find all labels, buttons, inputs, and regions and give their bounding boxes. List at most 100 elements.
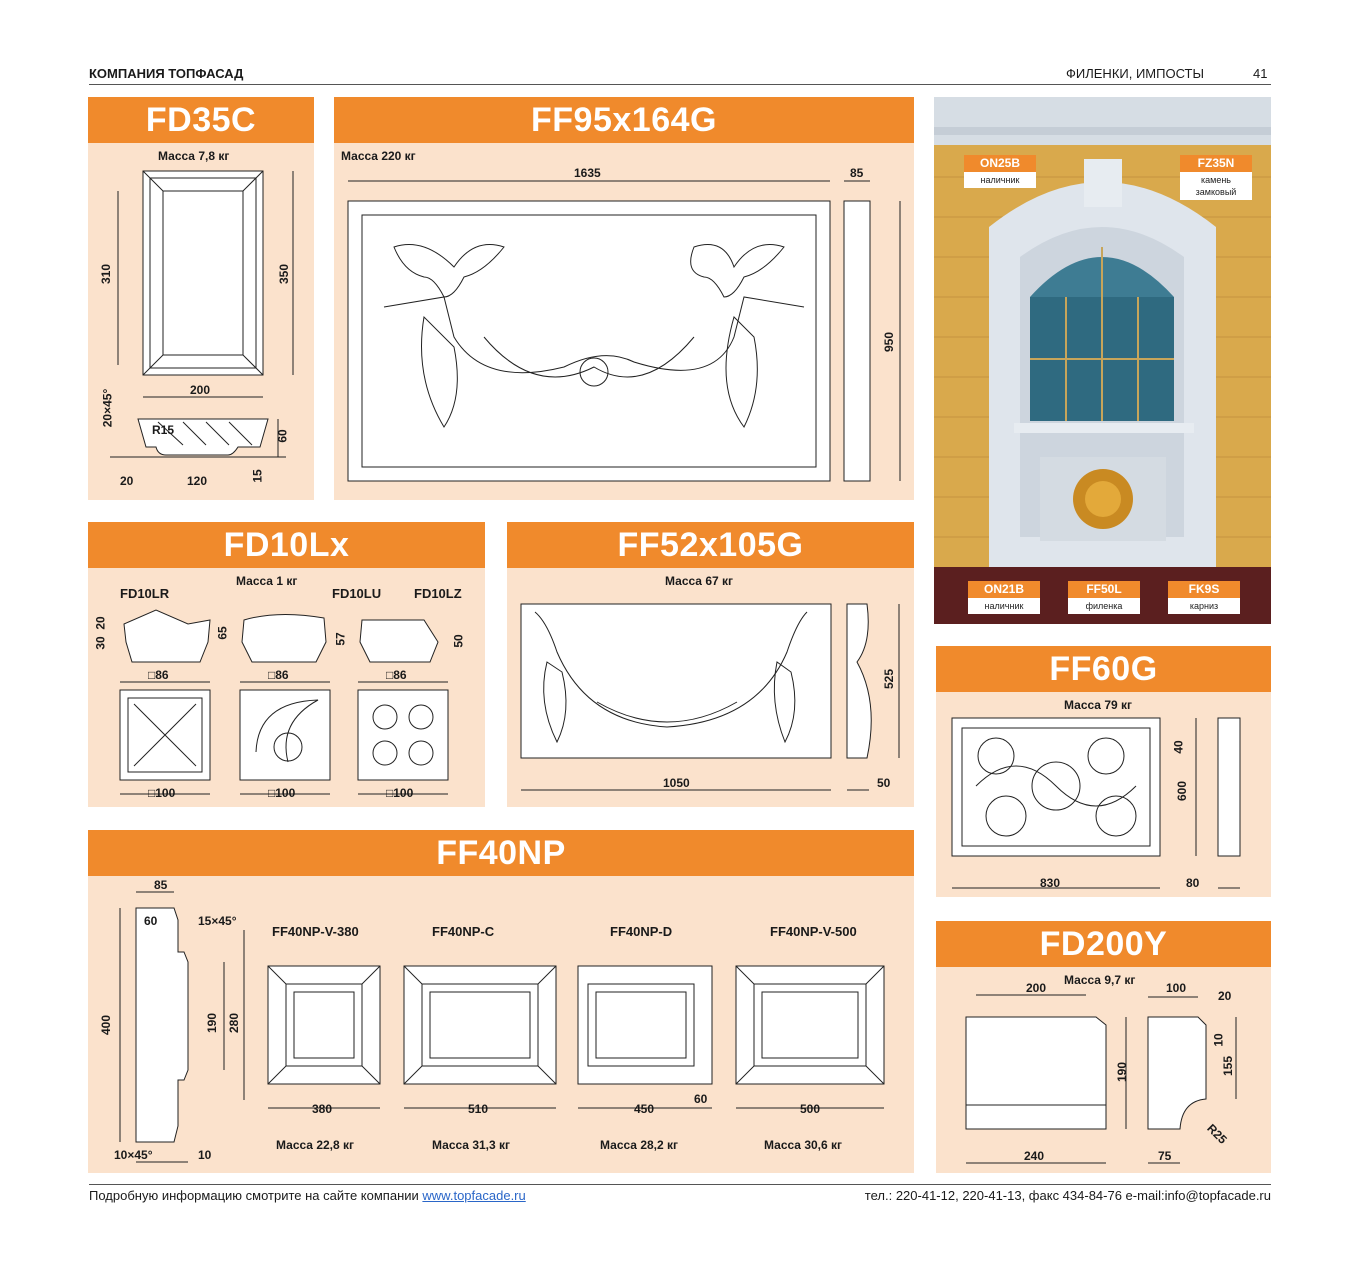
footer-left: Подробную информацию смотрите на сайте к… <box>89 1188 526 1203</box>
ff40-profile-drawing <box>119 891 885 1163</box>
dim-sq86: □86 <box>268 668 289 682</box>
dim-400: 400 <box>99 1014 114 1036</box>
dim-57: 57 <box>333 632 348 646</box>
dim-60: 60 <box>275 429 290 443</box>
item-width: 500 <box>800 1102 821 1116</box>
panel-title: FF52x105G <box>507 522 914 568</box>
variant-label: FD10LR <box>120 586 170 601</box>
photo-tag-on21b: ON21B наличник <box>968 581 1040 614</box>
dim-155: 155 <box>1221 1055 1236 1077</box>
item-extra-dim: 60 <box>694 1092 708 1106</box>
dim-950: 950 <box>882 331 897 353</box>
dim-10: 10 <box>1211 1033 1226 1047</box>
company-name: КОМПАНИЯ ТОПФАСАД <box>89 66 244 81</box>
dim-50: 50 <box>451 634 466 648</box>
item-width: 450 <box>634 1102 655 1116</box>
panel-title: FF40NP <box>88 830 914 876</box>
dim-sq86: □86 <box>386 668 407 682</box>
dim-75: 75 <box>1158 1149 1172 1163</box>
footer-text: Подробную информацию смотрите на сайте к… <box>89 1188 419 1203</box>
mass-label: Масса 220 кг <box>341 149 416 163</box>
dim-20: 20 <box>1218 989 1232 1003</box>
dim-830: 830 <box>1040 876 1061 890</box>
fd200-drawing <box>965 994 1237 1164</box>
photo-tag-fz35n: FZ35N камень замковый <box>1180 155 1252 200</box>
panel-ff40np: FF40NP <box>88 830 914 1173</box>
panel-fd35c: FD35C Масса 7,8 кг 310 350 200 20×45° R1… <box>88 97 314 500</box>
dim-80: 80 <box>1186 876 1200 890</box>
panel-title: FD200Y <box>936 921 1271 967</box>
dim-120: 120 <box>187 474 208 488</box>
item-width: 380 <box>312 1102 333 1116</box>
dim-r15: R15 <box>152 423 175 437</box>
mass-label: Масса 1 кг <box>236 574 298 588</box>
fd35c-drawing <box>110 170 294 458</box>
panel-title: FD10Lx <box>88 522 485 568</box>
item-code: FF40NP-V-500 <box>770 924 857 939</box>
dim-1050: 1050 <box>663 776 690 790</box>
dim-200: 200 <box>1026 981 1047 995</box>
tag-desc: карниз <box>1168 598 1240 614</box>
ff95-drawing <box>347 180 901 482</box>
mass-label: Масса 79 кг <box>1064 698 1133 712</box>
panel-title: FF95x164G <box>334 97 914 143</box>
item-mass: Масса 30,6 кг <box>764 1138 843 1152</box>
website-link[interactable]: www.topfacade.ru <box>422 1188 526 1203</box>
panel-title: FD35C <box>88 97 314 143</box>
dim-85: 85 <box>154 878 168 892</box>
panel-ff95x164g: FF95x164G Масса 220 кг 1635 85 950 <box>334 97 914 500</box>
item-mass: Масса 31,3 кг <box>432 1138 511 1152</box>
dim-sq100: □100 <box>148 786 176 800</box>
panel-fd10lx: FD10Lx Масса 1 кг FD10LR FD10LU FD10LZ 3… <box>88 522 485 807</box>
dim-40: 40 <box>1171 740 1186 754</box>
dim-angle: 20×45° <box>100 388 115 428</box>
mass-label: Масса 9,7 кг <box>1064 973 1136 987</box>
panel-ff52x105g: FF52x105G Масса 67 кг 1050 525 50 <box>507 522 914 807</box>
panel-fd200y: FD200Y Масса 9,7 кг 200 100 20 10 155 19… <box>936 921 1271 1173</box>
page-number: 41 <box>1253 66 1268 81</box>
dim-240: 240 <box>1024 1149 1045 1163</box>
ff52-drawing <box>520 603 900 791</box>
variant-label: FD10LU <box>332 586 382 601</box>
dim-10: 10 <box>198 1148 212 1162</box>
dim-20: 20 <box>120 474 134 488</box>
dim-280: 280 <box>227 1012 242 1034</box>
tag-desc: филенка <box>1068 598 1140 614</box>
tag-code: FF50L <box>1068 581 1140 598</box>
dim-50: 50 <box>877 776 891 790</box>
panel-title: FF60G <box>936 646 1271 692</box>
dim-1635: 1635 <box>574 166 601 180</box>
item-code: FF40NP-D <box>610 924 673 939</box>
mass-label: Масса 7,8 кг <box>158 149 230 163</box>
dim-100: 100 <box>1166 981 1187 995</box>
dim-bottom-chamfer: 10×45° <box>114 1148 153 1162</box>
dim-sq100: □100 <box>386 786 414 800</box>
dim-310: 310 <box>99 263 114 285</box>
tag-desc: наличник <box>964 172 1036 188</box>
footer-contacts: тел.: 220-41-12, 220-41-13, факс 434-84-… <box>864 1188 1271 1203</box>
dim-sq86: □86 <box>148 668 169 682</box>
dim-30: 30 <box>93 636 108 650</box>
tag-code: ON21B <box>968 581 1040 598</box>
fd10-drawing <box>119 609 449 795</box>
item-code: FF40NP-C <box>432 924 495 939</box>
tag-code: FZ35N <box>1180 155 1252 172</box>
dim-190: 190 <box>1115 1061 1130 1083</box>
photo-tag-fk9s: FK9S карниз <box>1168 581 1240 614</box>
dim-190: 190 <box>205 1012 220 1034</box>
photo-tag-on25b: ON25B наличник <box>964 155 1036 188</box>
dim-60: 60 <box>144 914 158 928</box>
panel-ff60g: FF60G Масса 79 кг 40 600 830 80 <box>936 646 1271 897</box>
variant-label: FD10LZ <box>414 586 462 601</box>
dim-85: 85 <box>850 166 864 180</box>
item-mass: Масса 22,8 кг <box>276 1138 355 1152</box>
tag-code: ON25B <box>964 155 1036 172</box>
item-code: FF40NP-V-380 <box>272 924 359 939</box>
facade-photo: ON25B наличник FZ35N камень замковый ON2… <box>934 97 1271 624</box>
tag-desc: камень замковый <box>1180 172 1252 200</box>
dim-20: 20 <box>93 616 108 630</box>
dim-350: 350 <box>277 263 292 285</box>
item-width: 510 <box>468 1102 489 1116</box>
ff60-drawing <box>951 717 1241 889</box>
dim-chamfer: 15×45° <box>198 914 237 928</box>
